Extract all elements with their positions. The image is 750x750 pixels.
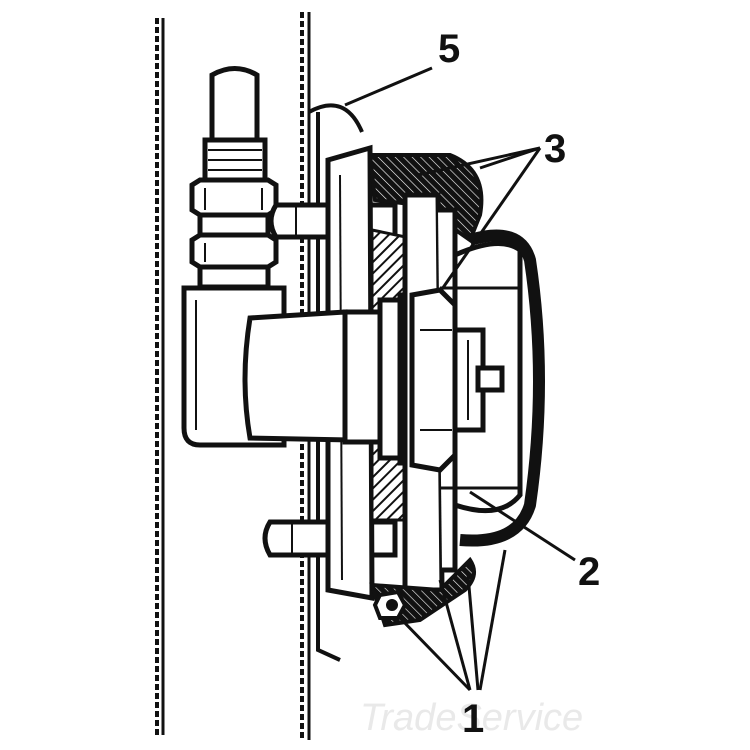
watermark: TradeService bbox=[360, 697, 583, 739]
left-wall bbox=[155, 18, 165, 735]
callout-2: 2 bbox=[578, 550, 600, 594]
cover-bracket bbox=[308, 103, 364, 662]
dial-cap bbox=[440, 229, 545, 547]
hub-body bbox=[242, 292, 418, 466]
leader-lines bbox=[344, 66, 576, 692]
callout-1: 1 bbox=[462, 697, 484, 741]
callout-3: 3 bbox=[544, 127, 566, 171]
lock-nut bbox=[409, 287, 458, 473]
pipe-stub bbox=[189, 66, 279, 290]
callout-5: 5 bbox=[438, 27, 460, 71]
spindle bbox=[452, 327, 505, 433]
retainer-clip bbox=[369, 556, 476, 628]
